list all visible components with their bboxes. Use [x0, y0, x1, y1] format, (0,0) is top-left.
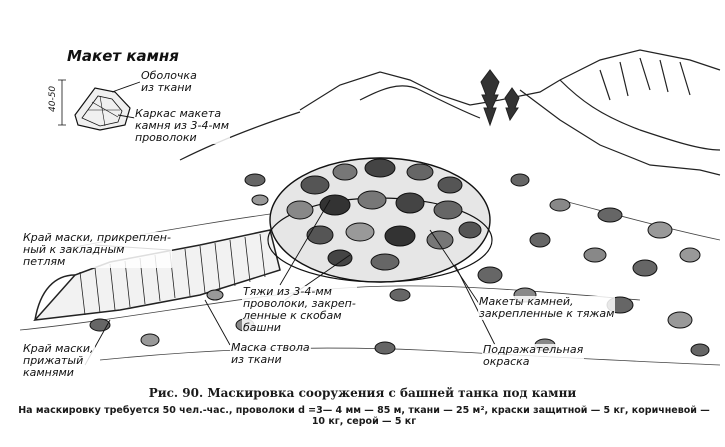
label-mask-edge-stones: Край маски, прижатый камнями — [22, 342, 95, 379]
barrel-mask — [33, 229, 281, 321]
scattered-rocks — [89, 173, 710, 357]
trees — [480, 69, 520, 127]
stone-models — [286, 158, 482, 271]
dimension-label: 40-50 — [48, 85, 58, 112]
label-mask-edge-loops: Край маски, прикреплен- ный к закладным … — [22, 231, 172, 268]
leader-lines — [84, 81, 496, 366]
mountains — [179, 49, 721, 176]
illustration — [19, 49, 721, 366]
label-cover: Оболочка из ткани — [140, 69, 198, 94]
label-stone-models: Макеты камней, закрепленные к тяжам — [478, 295, 616, 320]
model-title: Макет камня — [67, 47, 179, 65]
label-barrel-mask: Маска ствола из ткани — [230, 341, 311, 366]
label-frame: Каркас макета камня из 3-4-мм проволоки — [134, 107, 231, 144]
label-imitation-paint: Подражательная окраска — [482, 343, 585, 368]
stone-model-sketch — [58, 79, 131, 131]
figure-note: На маскировку требуется 50 чел.-час., пр… — [18, 405, 710, 427]
label-wires: Тяжи из 3-4-мм проволоки, закреп- ленные… — [242, 285, 357, 334]
figure-caption: Рис. 90. Маскировка сооружения с башней … — [148, 386, 577, 400]
